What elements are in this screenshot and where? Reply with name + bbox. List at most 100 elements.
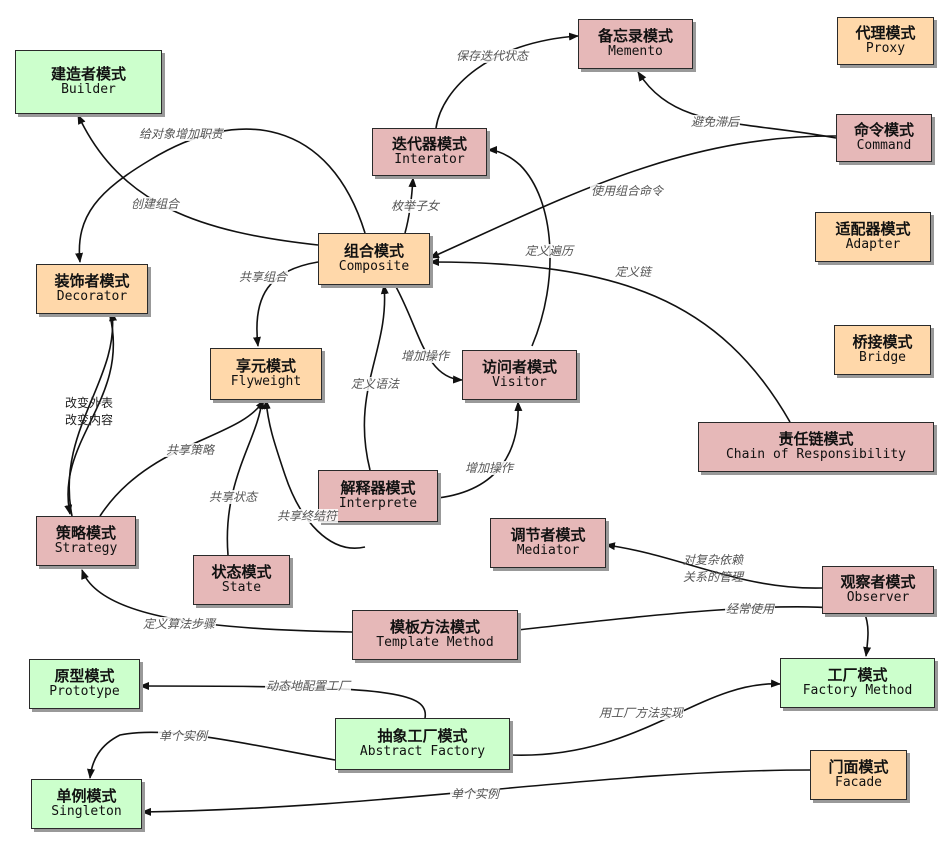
node-state[interactable]: 状态模式 State [193, 555, 290, 605]
node-adapter-en: Adapter [845, 237, 901, 253]
node-strategy[interactable]: 策略模式 Strategy [36, 516, 136, 566]
node-command[interactable]: 命令模式 Command [836, 114, 932, 162]
node-observer[interactable]: 观察者模式 Observer [822, 566, 934, 614]
label-share-state: 共享状态 [208, 490, 259, 504]
label-change-look-2: 改变内容 [65, 413, 114, 427]
node-singleton-en: Singleton [51, 804, 122, 820]
node-decorator[interactable]: 装饰者模式 Decorator [36, 264, 148, 314]
node-flyweight-en: Flyweight [230, 374, 302, 390]
node-abstract-en: Abstract Factory [359, 744, 486, 760]
node-mediator[interactable]: 调节者模式 Mediator [490, 518, 606, 568]
label-complex-dep-2: 关系的管理 [683, 570, 744, 584]
node-prototype[interactable]: 原型模式 Prototype [29, 659, 140, 709]
node-adapter[interactable]: 适配器模式 Adapter [815, 212, 931, 262]
node-iterator-en: Interator [394, 152, 465, 168]
label-add-obj-duty: 给对象增加职责 [138, 127, 225, 141]
node-builder-en: Builder [61, 82, 116, 98]
edge-chain-composite [429, 258, 791, 423]
label-enum-children: 枚举子女 [390, 199, 441, 213]
node-visitor[interactable]: 访问者模式 Visitor [462, 350, 577, 400]
node-chain-en: Chain of Responsibility [725, 447, 906, 463]
label-impl-with-factory: 用工厂方法实现 [598, 706, 685, 720]
node-singleton[interactable]: 单例模式 Singleton [31, 779, 142, 829]
label-define-grammar: 定义语法 [350, 377, 401, 391]
node-proxy-zh: 代理模式 [855, 23, 916, 42]
label-complex-dep-1: 对复杂依赖 [683, 553, 744, 567]
label-dynamic-factory: 动态地配置工厂 [265, 679, 352, 693]
edge-composite-flyweight [252, 261, 319, 347]
node-memento-en: Memento [608, 44, 663, 60]
edge-interpreter-composite [363, 284, 389, 471]
edge-decorator-strategy [64, 315, 115, 515]
node-chain-zh: 责任链模式 [778, 429, 854, 448]
node-memento[interactable]: 备忘录模式 Memento [578, 19, 693, 69]
node-proxy-en: Proxy [865, 41, 906, 57]
label-save-iter-state: 保存迭代状态 [455, 49, 530, 63]
node-observer-zh: 观察者模式 [840, 572, 916, 591]
node-flyweight-zh: 享元模式 [235, 356, 296, 375]
node-strategy-en: Strategy [54, 541, 118, 557]
node-composite-en: Composite [338, 259, 410, 275]
edge-abstract-prototype [139, 682, 427, 719]
node-builder-zh: 建造者模式 [50, 64, 126, 83]
label-share-terminal: 共享终结符 [276, 509, 339, 523]
edge-visitor-iterator [487, 146, 551, 347]
node-factory-zh: 工厂模式 [827, 665, 888, 684]
node-factory-en: Factory Method [802, 683, 913, 699]
node-mediator-zh: 调节者模式 [510, 525, 586, 544]
label-single-instance-2: 单个实例 [450, 787, 501, 801]
label-create-composite: 创建组合 [130, 197, 181, 211]
edge-interpreter-flyweight [262, 399, 366, 549]
node-builder[interactable]: 建造者模式 Builder [15, 50, 162, 114]
node-bridge[interactable]: 桥接模式 Bridge [834, 325, 931, 375]
node-facade[interactable]: 门面模式 Facade [810, 750, 907, 800]
node-proxy[interactable]: 代理模式 Proxy [837, 17, 934, 65]
node-adapter-zh: 适配器模式 [835, 219, 911, 238]
label-define-algo-steps: 定义算法步骤 [142, 617, 217, 631]
node-state-en: State [221, 580, 262, 596]
edge-command-composite [429, 135, 837, 259]
edge-abstract-singleton [87, 731, 336, 779]
node-abstract-zh: 抽象工厂模式 [377, 726, 468, 745]
node-mediator-en: Mediator [516, 543, 580, 559]
label-share-strategy: 共享策略 [165, 443, 216, 457]
node-bridge-zh: 桥接模式 [852, 332, 913, 351]
node-composite[interactable]: 组合模式 Composite [318, 233, 430, 285]
label-share-composite: 共享组合 [238, 270, 289, 284]
node-iterator-zh: 迭代器模式 [391, 134, 467, 153]
node-chain[interactable]: 责任链模式 Chain of Responsibility [698, 422, 934, 472]
node-interpreter-en: Interprete [338, 496, 418, 512]
node-bridge-en: Bridge [859, 350, 906, 366]
node-singleton-zh: 单例模式 [56, 786, 117, 805]
node-decorator-zh: 装饰者模式 [54, 271, 130, 290]
node-prototype-en: Prototype [49, 684, 120, 700]
node-visitor-zh: 访问者模式 [481, 357, 557, 376]
node-decorator-en: Decorator [56, 289, 128, 305]
label-define-traverse: 定义遍历 [524, 244, 575, 258]
node-composite-zh: 组合模式 [343, 241, 404, 260]
edge-observer-mediator [605, 542, 823, 589]
node-template[interactable]: 模板方法模式 Template Method [352, 610, 518, 660]
node-prototype-zh: 原型模式 [54, 666, 115, 685]
node-template-zh: 模板方法模式 [389, 617, 480, 636]
edge-iterator-memento [435, 32, 579, 129]
label-add-operation-1: 增加操作 [400, 349, 451, 363]
node-strategy-zh: 策略模式 [55, 523, 116, 542]
node-memento-zh: 备忘录模式 [597, 26, 673, 45]
node-factory[interactable]: 工厂模式 Factory Method [780, 658, 935, 708]
edge-template-factory [517, 605, 872, 657]
label-often-used: 经常使用 [725, 602, 776, 616]
label-change-look-1: 改变外表 [65, 396, 114, 410]
edge-interpreter-visitor [437, 401, 523, 499]
edge-state-flyweight [226, 399, 266, 556]
node-iterator[interactable]: 迭代器模式 Interator [372, 128, 487, 176]
node-facade-zh: 门面模式 [828, 757, 889, 776]
node-state-zh: 状态模式 [211, 562, 272, 581]
label-define-chain: 定义链 [614, 265, 653, 279]
node-flyweight[interactable]: 享元模式 Flyweight [210, 348, 322, 400]
label-single-instance-1: 单个实例 [158, 729, 209, 743]
node-abstract-factory[interactable]: 抽象工厂模式 Abstract Factory [335, 718, 510, 770]
node-command-en: Command [856, 138, 912, 154]
node-command-zh: 命令模式 [853, 120, 914, 139]
